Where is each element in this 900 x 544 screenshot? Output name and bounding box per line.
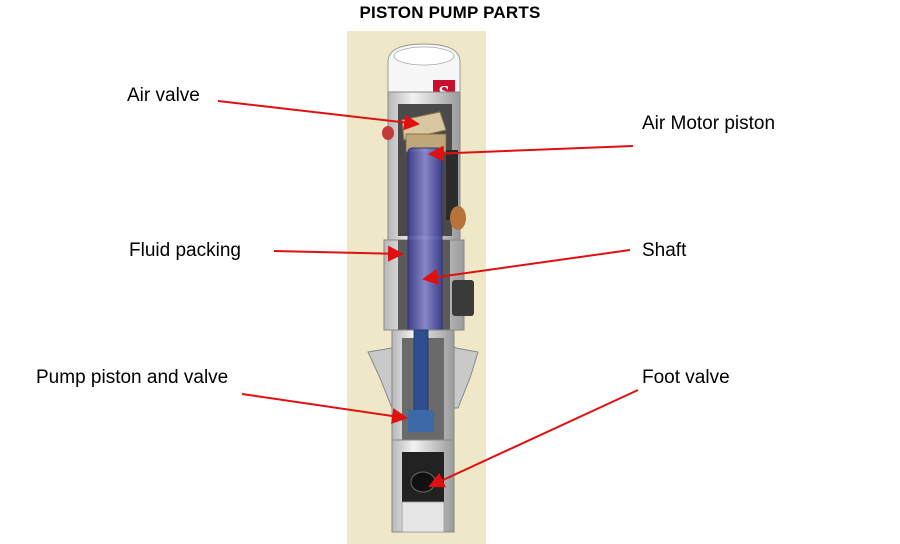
air-valve-arrow bbox=[217, 100, 420, 131]
side-port bbox=[452, 280, 474, 316]
shaft-arrow bbox=[422, 249, 631, 285]
shaft bbox=[407, 147, 443, 339]
leader-lines bbox=[217, 100, 639, 488]
foot-valve-arrow bbox=[428, 389, 639, 488]
copper-fitting bbox=[450, 206, 466, 230]
foot-valve-ball bbox=[410, 471, 436, 493]
label-air-valve: Air valve bbox=[127, 85, 200, 106]
label-fluid-packing: Fluid packing bbox=[129, 240, 241, 261]
air-motor-piston-arrow bbox=[428, 145, 634, 162]
label-foot-valve: Foot valve bbox=[642, 367, 730, 388]
pump-illustration: S bbox=[367, 43, 479, 533]
fluid-packing-arrow bbox=[273, 245, 404, 262]
label-shaft: Shaft bbox=[642, 240, 687, 261]
diagram-title: PISTON PUMP PARTS bbox=[359, 3, 541, 22]
label-pump-piston-and-valve: Pump piston and valve bbox=[36, 367, 229, 388]
label-air-motor-piston: Air Motor piston bbox=[642, 113, 776, 134]
pump-piston-arrow bbox=[241, 393, 408, 424]
